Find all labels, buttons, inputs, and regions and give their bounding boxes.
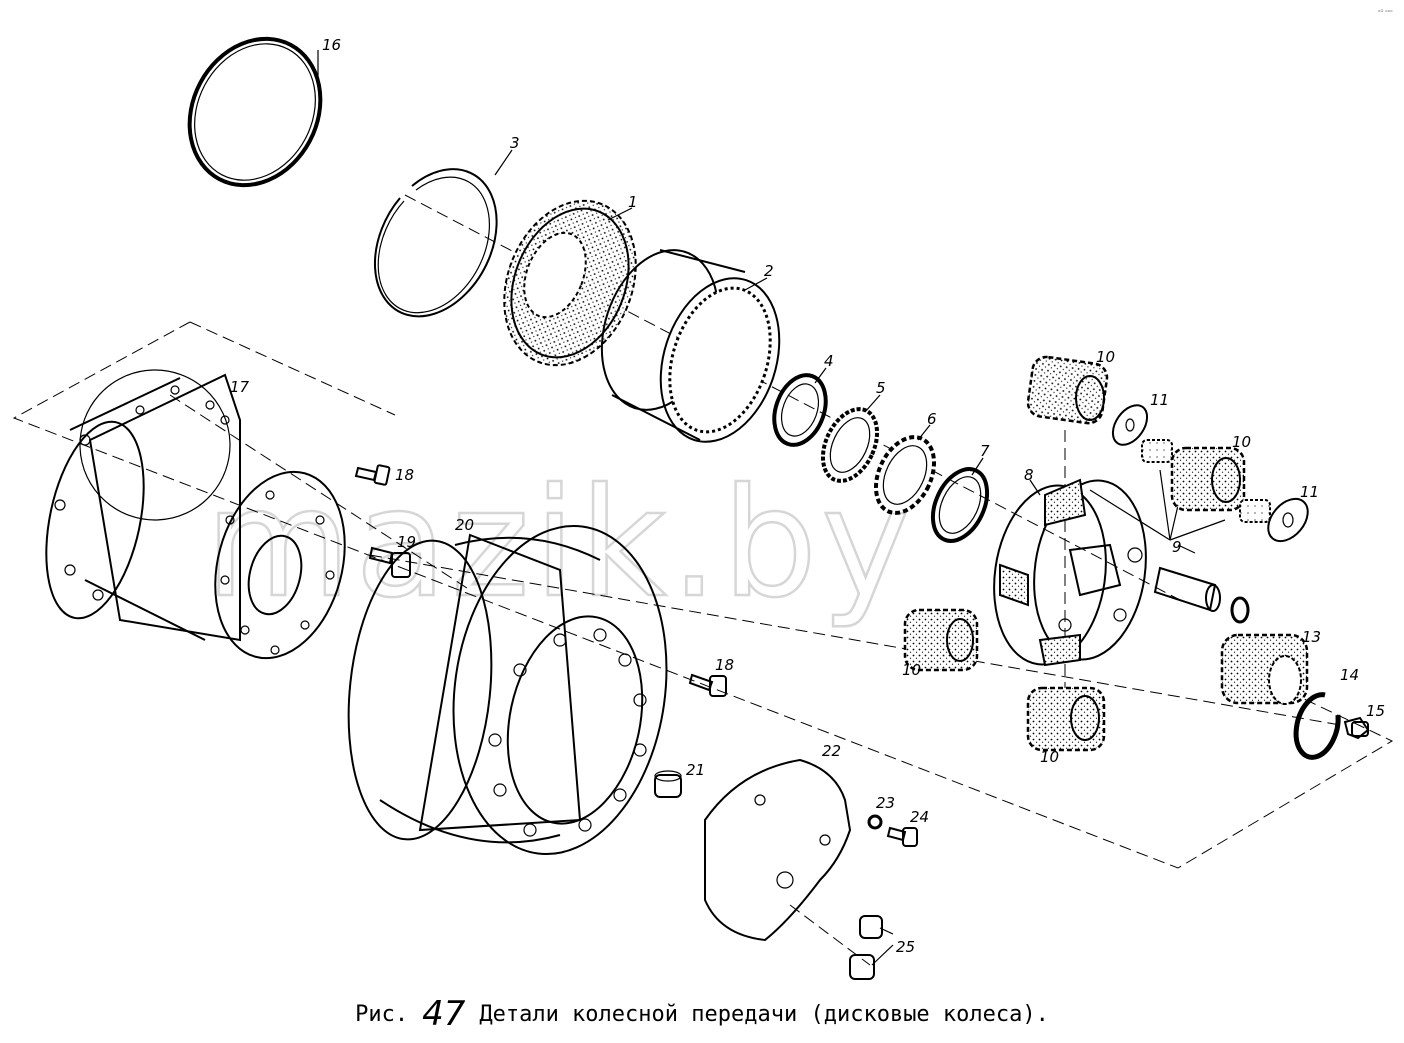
label-20: 20 (455, 516, 474, 534)
part-22-cover (704, 758, 852, 942)
assembly-boundary-line (12, 321, 1394, 869)
label-7: 7 (980, 442, 990, 460)
needle-bearing-lower (1239, 499, 1271, 523)
label-2: 2 (764, 262, 774, 280)
part-10-satellite-gear-left (903, 608, 979, 672)
label-11-upper: 11 (1150, 391, 1169, 409)
label-8: 8 (1024, 466, 1034, 484)
label-14: 14 (1340, 666, 1359, 684)
caption-prefix: Рис. (355, 1002, 409, 1027)
label-18-lower: 18 (715, 656, 734, 674)
label-17: 17 (230, 378, 250, 396)
part-20-brake-drum (347, 524, 668, 856)
label-10-left: 10 (902, 661, 921, 679)
part-number-labels: 16 3 1 2 4 5 6 7 8 9 10 10 10 10 11 11 1… (230, 36, 1385, 956)
hub-axis-line (169, 394, 471, 591)
label-22: 22 (822, 742, 841, 760)
part-18-bolt-upper (354, 464, 391, 486)
label-1: 1 (628, 193, 638, 211)
part-25-plugs (849, 915, 883, 980)
label-16: 16 (322, 36, 341, 54)
label-23: 23 (876, 794, 895, 812)
part-17-hub (45, 369, 241, 642)
label-25: 25 (896, 938, 915, 956)
part-14-circlip (1293, 692, 1341, 760)
label-10-bottom: 10 (1040, 748, 1059, 766)
leader-lines (317, 50, 1196, 966)
label-10-top: 10 (1096, 348, 1115, 366)
label-9: 9 (1172, 538, 1182, 556)
part-23-washer (867, 814, 883, 830)
part-21-bushing (654, 770, 682, 798)
part-16-ring (187, 36, 323, 188)
assembly-boundary-top (189, 321, 396, 416)
part-11-washer-lower (1267, 497, 1309, 543)
part-3-retaining-ring (373, 168, 498, 318)
label-24: 24 (910, 808, 929, 826)
part-13-sun-gear (1220, 633, 1309, 705)
caption-text: Детали колесной передачи (дисковые колес… (479, 1002, 1049, 1027)
part-5-lock-washer (820, 407, 880, 483)
part-6-toothed-washer (873, 435, 937, 515)
label-13: 13 (1302, 628, 1321, 646)
lower-axis-line (369, 554, 1341, 726)
label-6: 6 (927, 410, 937, 428)
label-18-upper: 18 (395, 466, 414, 484)
hub-flange-plate (214, 470, 346, 660)
part-2-ring-gear (600, 249, 781, 443)
label-11-lower: 11 (1300, 483, 1319, 501)
figure-caption: Рис. 47 Детали колесной передачи (дисковые… (0, 990, 1404, 1034)
label-4: 4 (824, 352, 834, 370)
part-4-nut (772, 373, 828, 447)
part-15-bolt (1343, 716, 1370, 740)
part-11-washer-upper (1111, 404, 1149, 446)
figure-number: 47 (422, 994, 466, 1034)
part-18-bolt-lower (688, 673, 727, 697)
part-10-satellite-gear-top (1026, 355, 1109, 425)
label-21: 21 (686, 761, 705, 779)
part-9-pin (1089, 469, 1250, 624)
part-10-satellite-gear-right (1170, 446, 1246, 512)
part-10-satellite-gear-bottom (1026, 686, 1106, 752)
label-19: 19 (397, 533, 416, 551)
corner-mark: ᵒᴰ ᵒᵒᵒ (1378, 9, 1393, 16)
part-24-bolt (886, 826, 918, 847)
label-15: 15 (1366, 702, 1385, 720)
part-1-gear (503, 199, 637, 367)
label-10-right: 10 (1232, 433, 1251, 451)
label-3: 3 (510, 134, 520, 152)
part-7-nut (930, 467, 990, 543)
label-5: 5 (876, 379, 886, 397)
needle-bearing-upper (1141, 439, 1173, 463)
part-8-carrier (993, 478, 1147, 667)
